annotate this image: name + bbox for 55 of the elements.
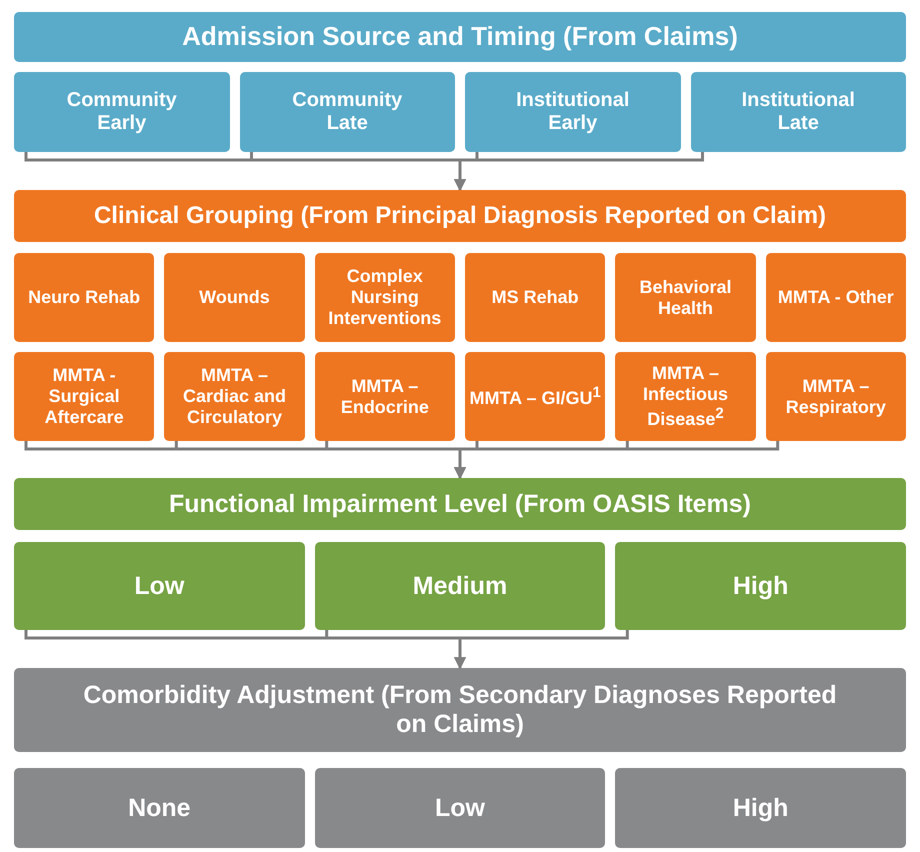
category-label: Community Early bbox=[66, 89, 178, 135]
category-label: Low bbox=[134, 572, 184, 600]
section-header-bar bbox=[14, 190, 906, 242]
category-box bbox=[14, 72, 230, 152]
category-label: Medium bbox=[412, 572, 508, 600]
category-box bbox=[615, 768, 906, 848]
category-box bbox=[240, 72, 455, 152]
category-label: Community Late bbox=[291, 89, 404, 135]
section-header-bar bbox=[14, 12, 906, 62]
category-box bbox=[465, 72, 680, 152]
category-box bbox=[615, 542, 906, 630]
category-label: Institutional Early bbox=[515, 89, 630, 135]
category-box bbox=[766, 253, 906, 342]
category-label: MMTA - Surgical Aftercare bbox=[44, 365, 125, 428]
section-title: Comorbidity Adjustment (From Secondary Diagnoses Reported on Claims) bbox=[82, 681, 838, 739]
category-box bbox=[14, 542, 305, 630]
category-label: MMTA – Respiratory bbox=[784, 376, 887, 418]
category-label: Complex Nursing Interventions bbox=[327, 266, 442, 329]
connector-arrow bbox=[454, 152, 704, 192]
category-label: MMTA – GI/GU$^{1}$ bbox=[469, 384, 601, 409]
connector-arrow bbox=[454, 630, 629, 670]
category-box bbox=[164, 352, 305, 441]
category-box bbox=[314, 768, 606, 848]
category-box bbox=[766, 352, 906, 441]
category-box bbox=[690, 72, 906, 152]
category-label: Behavioral Health bbox=[638, 276, 733, 318]
category-label: Neuro Rehab bbox=[28, 287, 140, 308]
category-box bbox=[14, 352, 154, 441]
category-label: Institutional Late bbox=[740, 89, 856, 135]
category-label: MMTA – Infectious Disease$^{2}$ bbox=[642, 363, 729, 430]
category-label: Low bbox=[434, 794, 485, 822]
section-title: Clinical Grouping (From Principal Diagnosis Reported on Claim) bbox=[94, 202, 826, 230]
section-header-bar bbox=[14, 668, 906, 752]
category-label: MMTA – Endocrine bbox=[340, 376, 430, 418]
category-label: MMTA – Cardiac and Circulatory bbox=[182, 365, 288, 428]
category-box bbox=[314, 542, 606, 630]
category-box bbox=[465, 253, 606, 342]
section-title: Admission Source and Timing (From Claims) bbox=[182, 22, 738, 52]
section-title: Functional Impairment Level (From OASIS Items) bbox=[168, 490, 752, 518]
category-box bbox=[465, 352, 606, 441]
connector-arrow bbox=[454, 441, 780, 480]
category-label: Wounds bbox=[199, 287, 270, 308]
category-box bbox=[615, 352, 756, 441]
section-header-bar bbox=[14, 478, 906, 530]
category-box bbox=[14, 253, 154, 342]
category-label: High bbox=[732, 794, 788, 822]
category-box bbox=[314, 352, 455, 441]
category-box bbox=[14, 768, 305, 848]
category-label: MMTA - Other bbox=[778, 287, 894, 308]
category-label: MS Rehab bbox=[492, 287, 579, 308]
category-label: None bbox=[128, 794, 191, 822]
category-label: High bbox=[732, 572, 788, 600]
category-box bbox=[615, 253, 756, 342]
category-box bbox=[164, 253, 305, 342]
category-box bbox=[314, 253, 455, 342]
